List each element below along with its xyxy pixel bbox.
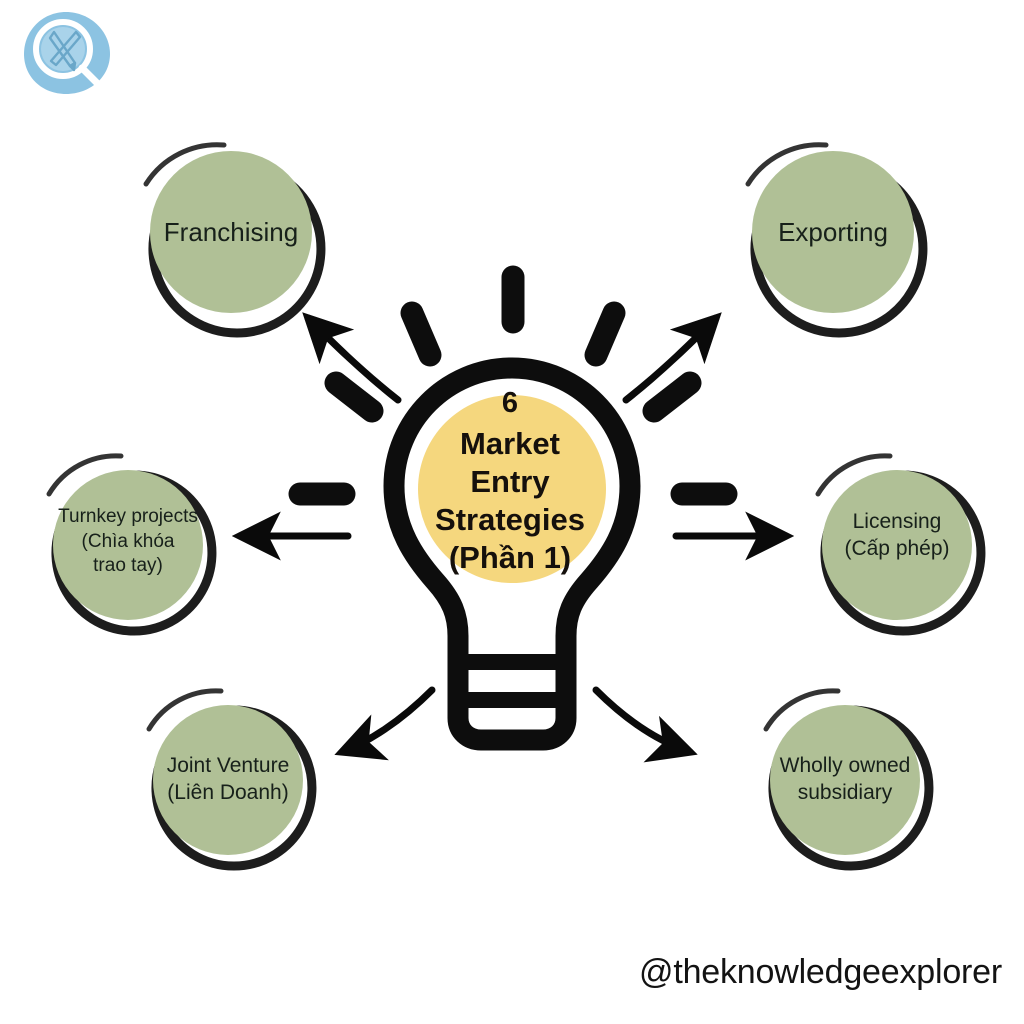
node-exporting[interactable] [745,142,928,338]
curved-down-left-arrow [334,686,436,761]
node-franchising[interactable] [143,142,326,338]
magnifier-pencil-logo-icon [14,8,118,98]
curved-up-right-arrow [622,312,722,404]
lightbulb-icon [383,357,641,751]
node-turnkey-projects[interactable] [46,453,217,636]
curved-up-left-arrow [302,312,402,404]
curved-down-right-arrow [592,686,698,763]
node-licensing[interactable] [815,453,986,636]
bulb-rays [288,265,738,506]
node-joint-venture[interactable] [146,688,317,871]
social-handle: @theknowledgeexplorer [639,953,1002,991]
node-wholly-owned-subsidiary[interactable] [763,688,934,871]
